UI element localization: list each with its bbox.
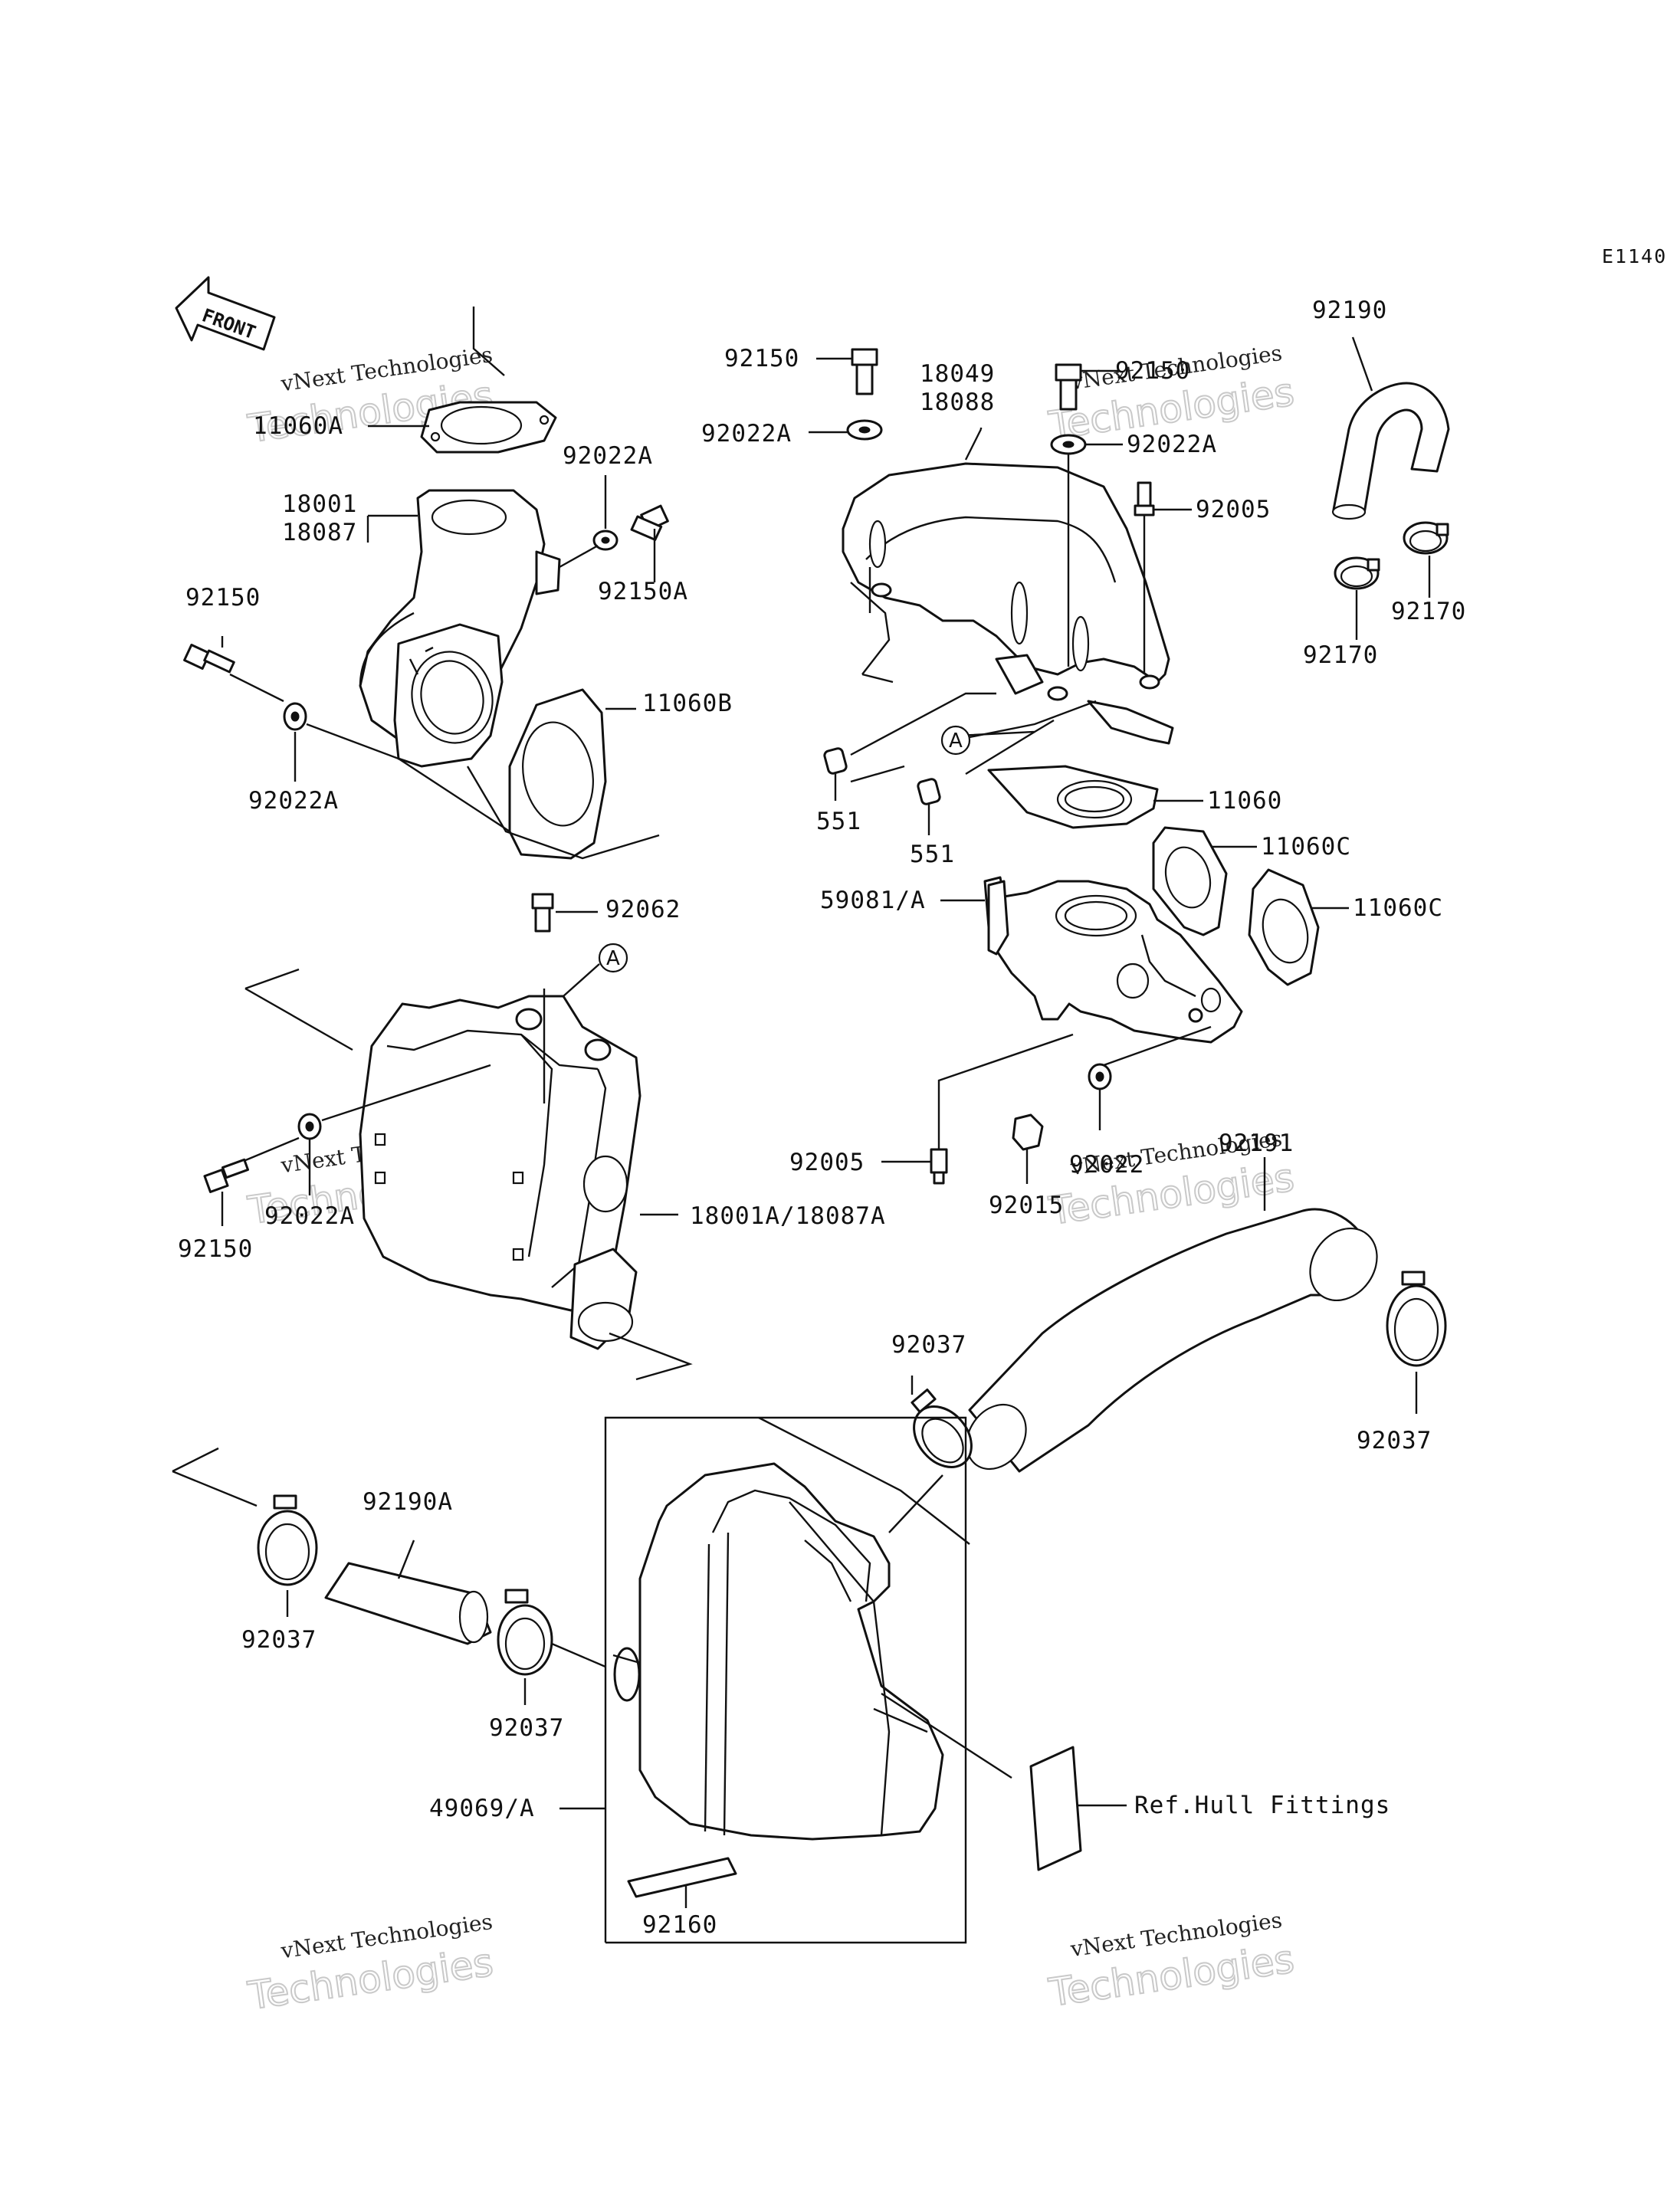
fitting-92062: [531, 893, 554, 933]
clamp-92037-a: [1386, 1271, 1447, 1367]
label-92190a: 92190A: [363, 1488, 453, 1516]
label-92037-c: 92037: [241, 1626, 317, 1654]
gasket-11060b: [508, 688, 607, 860]
label-92022a-tr: 92022A: [1127, 431, 1217, 458]
pad-92160: [627, 1857, 737, 1898]
label-59081: 59081/A: [820, 887, 926, 914]
label-11060c-b: 11060C: [1353, 894, 1443, 922]
label-551-a: 551: [816, 808, 861, 835]
label-ref-hull-fittings: Ref.Hull Fittings: [1134, 1792, 1390, 1819]
label-18088: 18088: [920, 389, 995, 416]
label-92160: 92160: [642, 1911, 717, 1939]
label-18049: 18049: [920, 360, 995, 388]
hose-92190a: [324, 1562, 492, 1645]
watermark-5: Technologies vNext Technologies: [244, 1909, 497, 2019]
ref-hull-fittings-plate: [1029, 1746, 1082, 1871]
label-92015: 92015: [989, 1192, 1064, 1219]
label-92022a-m: 92022A: [264, 1202, 355, 1230]
label-92022a-t: 92022A: [701, 420, 792, 448]
label-92170-b: 92170: [1303, 641, 1378, 669]
exhaust-chamber-18001a: [359, 995, 641, 1350]
callout-a-top: A: [940, 725, 971, 756]
bolt-92150-tr: [1055, 363, 1082, 411]
pin-551-a: [823, 747, 848, 775]
label-92150-t: 92150: [724, 345, 799, 372]
label-92170-a: 92170: [1391, 598, 1466, 625]
svg-text:A: A: [606, 947, 620, 970]
clamp-92170-b: [1334, 556, 1380, 590]
bolt-92150-m: [203, 1158, 249, 1193]
label-49069: 49069/A: [429, 1795, 535, 1822]
manifold-18049: [842, 462, 1174, 745]
label-551-b: 551: [910, 841, 955, 868]
muffler-49069: [613, 1462, 944, 1841]
label-92022a-l: 92022A: [248, 787, 339, 815]
front-arrow-icon: FRONT: [175, 276, 276, 351]
clamp-92170-a: [1403, 521, 1449, 555]
bolt-92150-t: [851, 348, 878, 395]
gasket-11060: [987, 765, 1159, 829]
label-92022a-tl: 92022A: [563, 442, 653, 470]
label-92150a: 92150A: [598, 578, 688, 605]
label-92022: 92022: [1069, 1151, 1144, 1179]
exhaust-pipe-59081: [983, 876, 1243, 1044]
label-18087: 18087: [282, 519, 357, 546]
label-92037-a: 92037: [1357, 1427, 1432, 1454]
label-92005-t: 92005: [1196, 496, 1271, 523]
label-18001a: 18001A/18087A: [690, 1202, 886, 1230]
pin-551-b: [917, 778, 941, 805]
clamp-92037-c: [257, 1494, 318, 1586]
callout-a-left: A: [598, 943, 628, 973]
label-92037-b: 92037: [891, 1331, 966, 1359]
gasket-11060c-a: [1152, 826, 1228, 936]
label-92005-b: 92005: [789, 1149, 865, 1176]
label-92190: 92190: [1312, 297, 1387, 324]
watermark-6: Technologies vNext Technologies: [1045, 1907, 1298, 2016]
bolt-92150a: [630, 504, 669, 541]
label-92150-tr: 92150: [1115, 357, 1190, 385]
label-92150-m: 92150: [178, 1235, 253, 1263]
label-92037-d: 92037: [489, 1714, 564, 1742]
gasket-11060a: [420, 401, 557, 454]
figure-code: E1140: [1602, 245, 1667, 267]
label-11060: 11060: [1207, 787, 1282, 815]
gasket-11060c-b: [1248, 868, 1320, 986]
label-92150-l: 92150: [185, 584, 261, 612]
part-labels: 11060A 18001 18087 92022A 92150A 92150 1…: [178, 297, 1466, 1939]
plug-92015: [1012, 1113, 1044, 1151]
hose-92190: [1331, 382, 1450, 520]
label-18001: 18001: [282, 490, 357, 518]
label-11060c-a: 11060C: [1261, 833, 1351, 861]
clamp-92037-b: [911, 1389, 973, 1468]
fitting-92005-t: [1134, 481, 1155, 516]
hose-92191: [966, 1208, 1378, 1473]
svg-text:A: A: [949, 730, 963, 753]
label-92191: 92191: [1219, 1130, 1294, 1157]
fitting-92005-b: [930, 1148, 948, 1185]
label-11060a: 11060A: [253, 412, 343, 440]
clamp-92037-d: [497, 1589, 553, 1676]
label-11060b: 11060B: [642, 690, 733, 717]
exhaust-pipe-18001: [359, 489, 561, 768]
bolt-92150-l: [183, 644, 235, 674]
label-92062: 92062: [605, 896, 681, 923]
